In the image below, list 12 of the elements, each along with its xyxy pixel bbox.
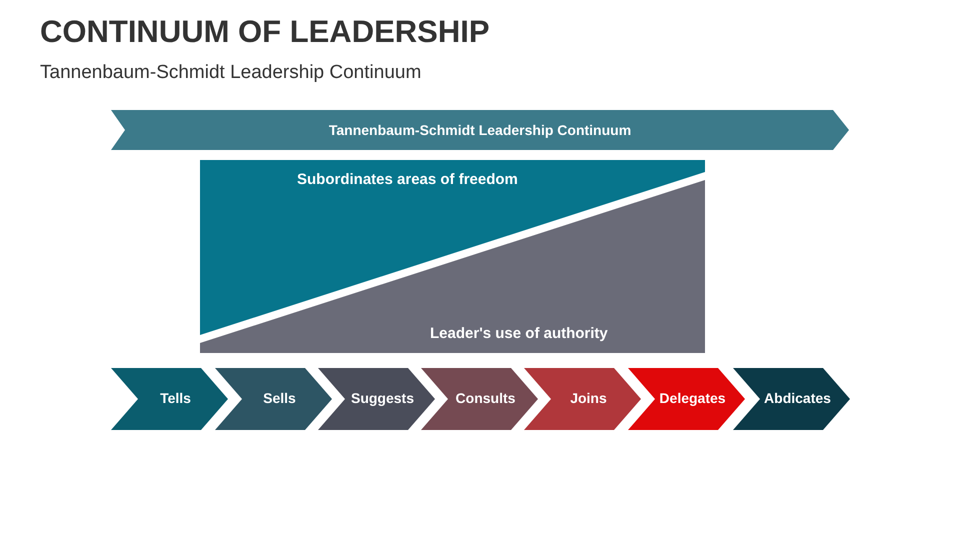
node-label: Tells <box>160 390 191 406</box>
node-label: Leader's use of authority <box>430 325 608 342</box>
node-label: Abdicates <box>764 390 831 406</box>
node-label: Subordinates areas of freedom <box>297 171 518 188</box>
node-label: Consults <box>456 390 516 406</box>
title: CONTINUUM OF LEADERSHIP <box>40 14 490 50</box>
node-label: Sells <box>263 390 296 406</box>
subtitle: Tannenbaum-Schmidt Leadership Continuum <box>40 62 422 84</box>
node-label: Suggests <box>350 390 414 406</box>
node-label: Joins <box>570 390 607 406</box>
node-label: Tannenbaum-Schmidt Leadership Continuum <box>328 122 632 138</box>
node-label: Delegates <box>659 390 726 406</box>
